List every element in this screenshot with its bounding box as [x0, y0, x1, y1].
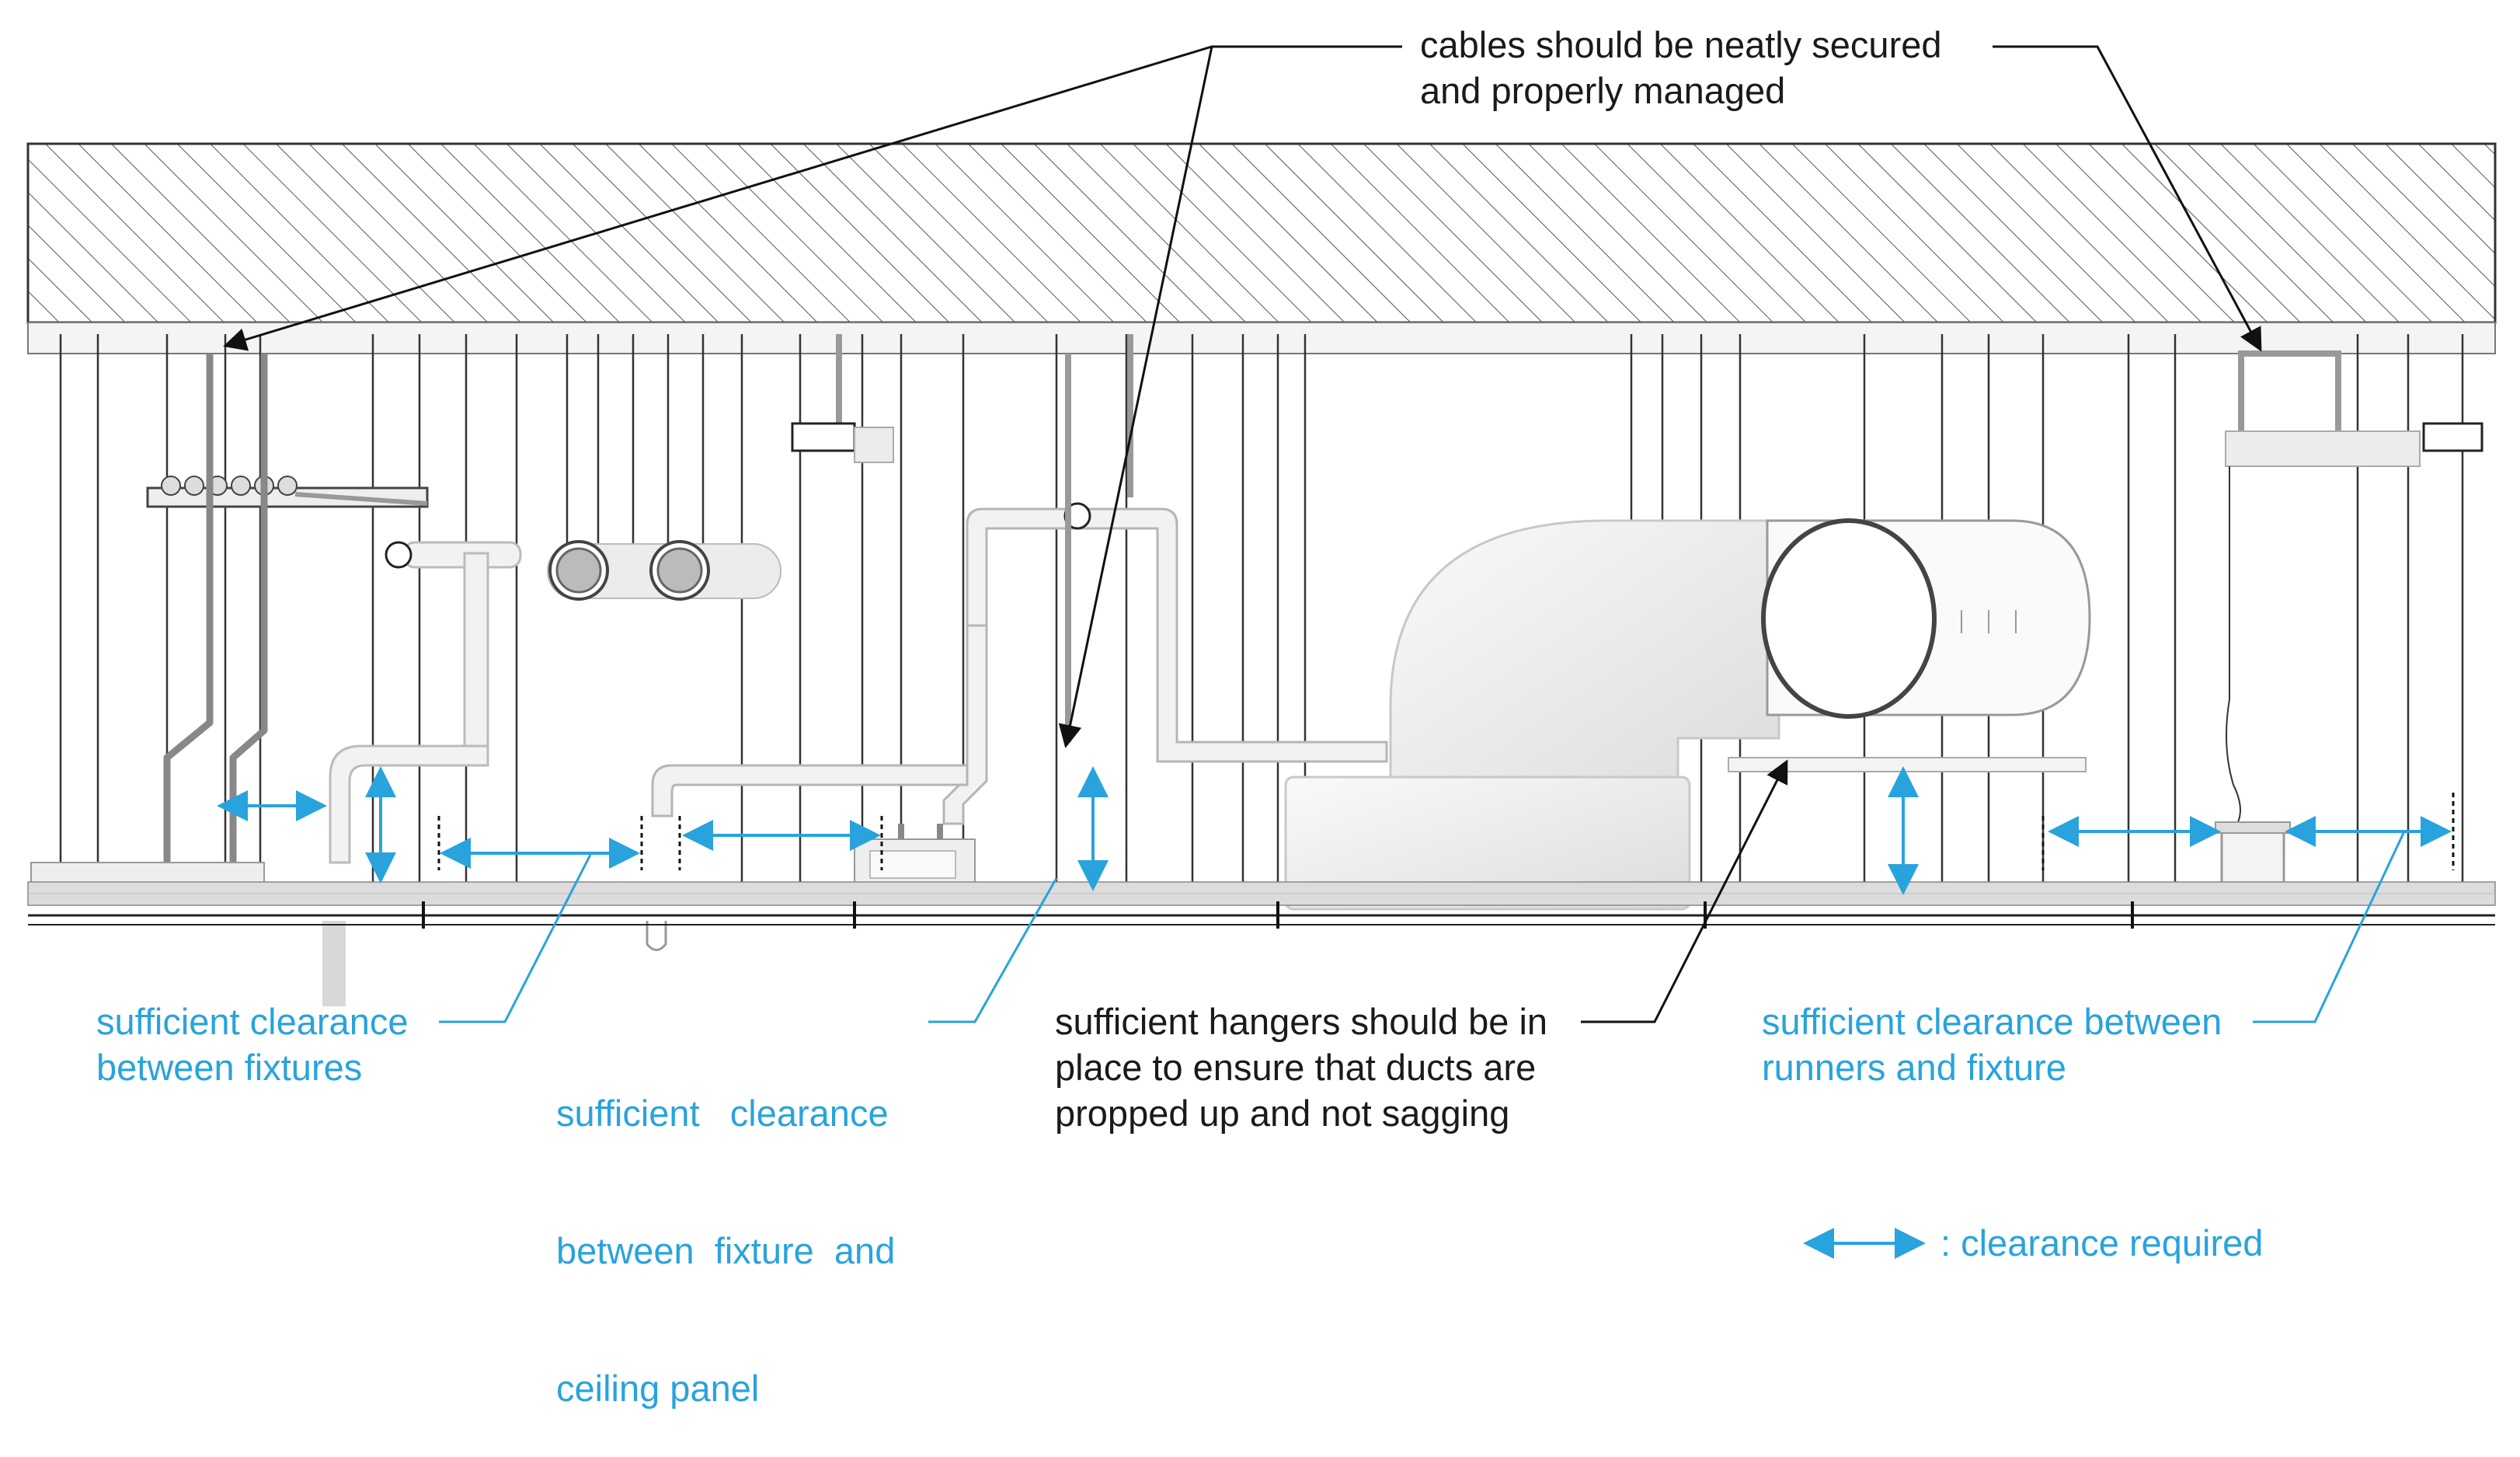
annotation-clearance-ceiling-line-2: between fixture and: [556, 1230, 896, 1271]
annotation-clearance-runners: sufficient clearance between runners and…: [1762, 999, 2222, 1090]
annotation-cables-line-1: cables should be neatly secured: [1420, 24, 1942, 65]
cable-tray: [146, 476, 429, 508]
annotation-clearance-ceiling: sufficient clearance between fixture and…: [556, 999, 895, 1457]
annotation-clearance-runners-line-1: sufficient clearance between: [1762, 1001, 2222, 1042]
annotation-clearance-ceiling-line-3: ceiling panel: [556, 1368, 760, 1409]
ceiling-box-right: [2225, 350, 2483, 824]
annotation-clearance-ceiling-line-1: sufficient clearance: [556, 1093, 889, 1134]
blue-leaders: [439, 831, 2406, 1023]
concrete-slab: [26, 142, 2497, 354]
water-pipe-small: [329, 541, 522, 864]
annotation-cables-line-2: and properly managed: [1420, 70, 1786, 111]
annotation-clearance-runners-line-2: runners and fixture: [1762, 1047, 2066, 1088]
ceiling-grid: [27, 881, 2496, 929]
hanger-rods: [59, 334, 2464, 882]
clearance-arrows: [217, 766, 2452, 895]
round-pipes: [547, 540, 781, 601]
annotation-clearance-fixtures-line-2: between fixtures: [96, 1047, 363, 1088]
legend-label: : clearance required: [1940, 1222, 2264, 1264]
air-duct: [1284, 518, 2091, 911]
ceiling-services-diagram: [26, 45, 2497, 1259]
panel-edge-marks: [437, 793, 2455, 870]
annotation-hangers-line-3: propped up and not sagging: [1055, 1093, 1510, 1134]
ceiling-box-left: [791, 334, 894, 463]
pipe-loop: [651, 507, 1388, 825]
black-leaders: [223, 45, 2262, 1023]
conduit-left: [163, 354, 268, 863]
annotation-clearance-fixtures: sufficient clearance between fixtures: [96, 999, 408, 1090]
annotation-hangers-line-2: place to ensure that ducts are: [1055, 1047, 1537, 1088]
annotation-clearance-fixtures-line-1: sufficient clearance: [96, 1001, 409, 1042]
annotation-hangers-line-1: sufficient hangers should be in: [1055, 1001, 1548, 1042]
annotation-cables: cables should be neatly secured and prop…: [1420, 22, 1942, 113]
annotation-hangers: sufficient hangers should be in place to…: [1055, 999, 1547, 1136]
